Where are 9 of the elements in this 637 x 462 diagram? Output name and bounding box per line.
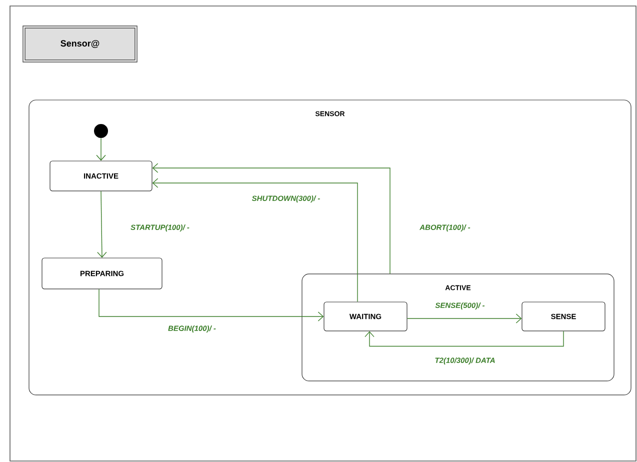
initial-state-dot <box>94 124 108 138</box>
transition-arrow <box>97 190 107 258</box>
transition-arrow <box>152 163 390 274</box>
title-box: Sensor@ <box>22 26 138 62</box>
transition-arrow <box>364 330 564 347</box>
transition-arrow <box>152 178 358 302</box>
transition-arrow <box>96 138 106 161</box>
transition-arrow <box>98 288 324 322</box>
transition-arrow <box>406 314 522 324</box>
